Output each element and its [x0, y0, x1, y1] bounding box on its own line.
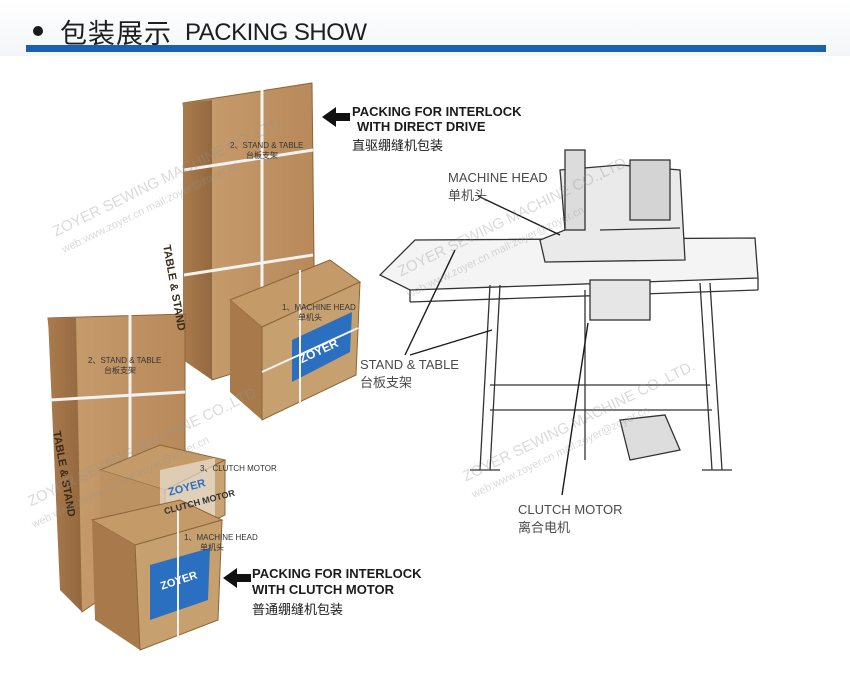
- stand-table-label-cn: 台板支架: [360, 376, 413, 391]
- box-label-stand-b-cn: 台板支架: [104, 366, 136, 375]
- header-divider: [26, 45, 826, 52]
- clutch-label-cn: 普通绷缝机包装: [252, 603, 344, 618]
- machine-head-label: MACHINE HEAD: [448, 170, 548, 185]
- box-label-head-a-cn: 单机头: [298, 313, 322, 322]
- arrow-left-icon-2: [223, 568, 251, 588]
- machine-head-label-cn: 单机头: [448, 189, 488, 204]
- box-label-head-b-cn: 单机头: [200, 543, 224, 552]
- clutch-label-line2: WITH CLUTCH MOTOR: [252, 582, 395, 597]
- section-title-english: PACKING SHOW: [185, 19, 367, 46]
- bullet-icon: [33, 26, 43, 36]
- box-label-motor-b: 3、CLUTCH MOTOR: [200, 464, 277, 473]
- sewing-machine-drawing: [378, 149, 759, 471]
- direct-drive-label-cn: 直驱绷缝机包装: [352, 139, 444, 154]
- arrow-left-icon: [322, 107, 350, 127]
- section-title-chinese: 包装展示: [60, 19, 172, 50]
- stand-table-label: STAND & TABLE: [360, 357, 459, 372]
- machine-head-box-a: [229, 259, 361, 421]
- direct-drive-label-line1: PACKING FOR INTERLOCK: [352, 104, 522, 119]
- box-label-stand-a: 2、STAND & TABLE: [230, 141, 304, 150]
- box-label-head-b: 1、MACHINE HEAD: [184, 533, 258, 542]
- section-header: 包装展示 PACKING SHOW: [0, 0, 850, 56]
- box-label-stand-b: 2、STAND & TABLE: [88, 356, 162, 365]
- machine-head-box-b: [90, 499, 224, 651]
- callout-lines: [404, 195, 589, 496]
- clutch-label-line1: PACKING FOR INTERLOCK: [252, 566, 422, 581]
- clutch-motor-label: CLUTCH MOTOR: [518, 502, 623, 517]
- direct-drive-label-line2: WITH DIRECT DRIVE: [357, 119, 486, 134]
- clutch-motor-label-cn: 离合电机: [518, 521, 571, 536]
- box-label-stand-a-cn: 台板支架: [246, 151, 278, 160]
- box-label-head-a: 1、MACHINE HEAD: [282, 303, 356, 312]
